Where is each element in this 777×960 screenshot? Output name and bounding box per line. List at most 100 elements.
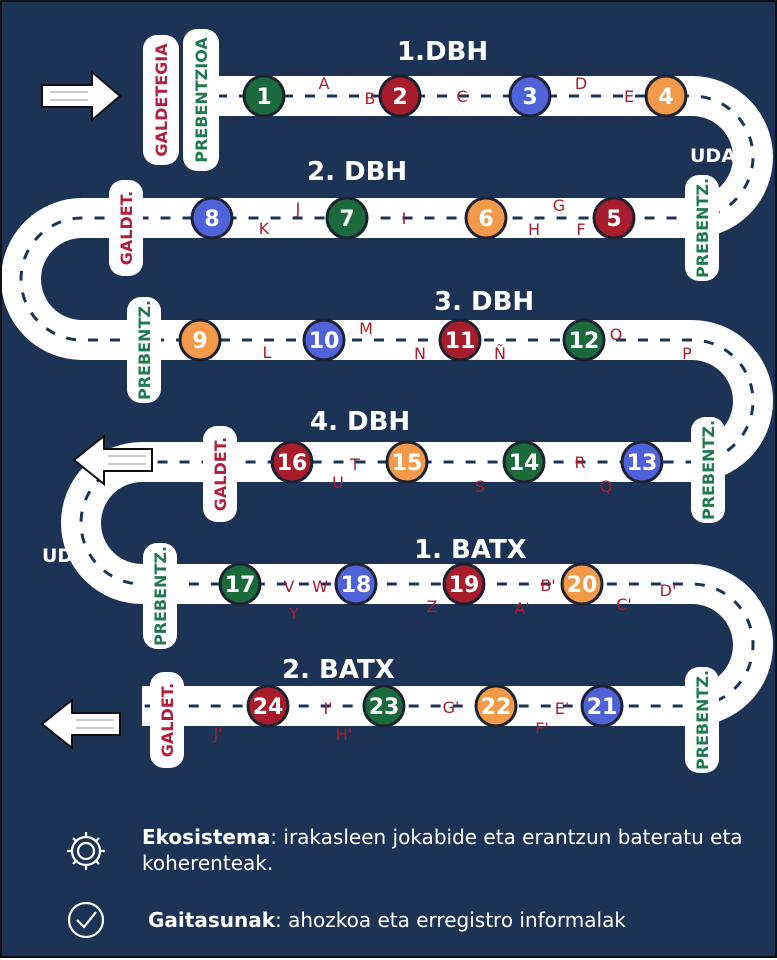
level-title: 1. BATX [414,535,527,565]
milestone-circle [190,196,234,240]
milestone-label: 21 [587,695,618,720]
legend-description: : ahozkoa eta erregistro informalak [275,908,626,932]
milestone-label: 11 [445,329,476,354]
step-letter: R [574,453,585,472]
stage-tag: GALDET. [109,180,143,276]
milestone-circle [246,684,290,728]
milestone-node: 10 [302,318,346,362]
step-letter: I' [323,699,332,718]
level-title: 2. BATX [282,655,395,685]
milestone-node: 8 [190,196,234,240]
step-letter: G [553,196,565,215]
milestone-label: 17 [225,573,256,598]
stage-tag: GALDET. [150,672,184,768]
milestone-circle [502,440,546,484]
exit-arrow-1-icon [72,433,153,487]
legend-competences: Gaitasunak: ahozkoa eta erregistro infor… [148,907,758,933]
milestone-node: 4 [644,74,688,118]
legend-description: : irakasleen jokabide eta erantzun bater… [142,825,743,875]
step-letter: Q [600,477,613,496]
milestone-circle [218,562,262,606]
milestone-node: 12 [562,318,606,362]
summer-label: UDA [690,145,736,167]
milestone-label: 7 [339,207,354,232]
milestone-node: 5 [592,196,636,240]
milestone-circle [302,318,346,362]
milestone-node: 22 [474,684,518,728]
milestone-label: 6 [478,207,493,232]
milestone-label: 22 [481,695,512,720]
milestone-circle [242,74,286,118]
stage-tag-label: PREBENTZ. [693,178,712,278]
milestone-circle [334,562,378,606]
milestone-circle [270,440,314,484]
stage-tag-label: PREBENTZ. [135,300,154,400]
step-letter: J [295,199,301,218]
step-letter: A [319,74,330,93]
milestone-node: 11 [438,318,482,362]
level-title: 1.DBH [397,37,488,67]
milestone-node: 2 [378,74,422,118]
milestone-label: 15 [392,451,423,476]
step-letter: C' [616,595,632,614]
milestone-node: 23 [362,684,406,728]
stage-tag-box [685,175,719,281]
milestone-node: 3 [508,74,552,118]
stage-tag-label: PREBENTZ. [699,420,718,520]
stage-tag: GALDETEGIA [143,35,179,165]
stage-tag: PREBENTZ. [685,175,719,281]
stage-tag-box [183,29,219,171]
milestone-node: 9 [178,318,222,362]
milestone-circle [464,196,508,240]
milestone-label: 14 [509,451,540,476]
milestone-circle [438,318,482,362]
milestone-label: 13 [627,451,658,476]
milestone-circle [580,684,624,728]
step-letter: E [624,87,634,106]
level-title: 3. DBH [434,287,534,317]
step-letter: D [575,74,587,93]
milestone-node: 19 [442,562,486,606]
legend-term: Ekosistema [142,825,271,849]
milestone-label: 4 [658,85,673,110]
milestone-circle [508,74,552,118]
milestone-label: 2 [392,85,407,110]
step-letter: G' [443,698,460,717]
milestone-circle [325,196,369,240]
stage-tag-label: GALDET. [158,683,177,757]
milestone-label: 12 [569,329,600,354]
milestone-node: 1 [242,74,286,118]
step-letter: V [284,577,295,596]
step-letter: B [365,89,376,108]
milestone-label: 9 [192,329,207,354]
stage-tag-label: PREBENTZ. [693,670,712,770]
milestone-label: 10 [309,329,340,354]
milestone-circle [592,196,636,240]
step-letter: U [332,473,344,492]
step-letter: J' [212,724,222,743]
milestone-node: 17 [218,562,262,606]
stage-tag-box [127,297,161,403]
milestone-circle [378,74,422,118]
step-letter: E' [555,699,570,718]
milestone-node: 7 [325,196,369,240]
stage-tag: PREBENTZ. [143,543,177,649]
step-letter: Y [288,604,299,623]
step-letter: M [359,319,373,338]
step-letter: N [414,344,426,363]
stage-tag-label: PREBENTZIOA [192,37,211,163]
step-letter: B' [540,576,555,595]
step-letter: D' [660,581,677,600]
milestone-node: 21 [580,684,624,728]
milestone-circle [562,318,606,362]
stage-tag-label: GALDET. [117,191,136,265]
milestone-label: 8 [204,207,219,232]
milestone-circle [362,684,406,728]
milestone-circle [474,684,518,728]
step-letter: I [402,209,407,228]
stage-tag-box [143,543,177,649]
stage-tag-box [143,35,179,165]
milestone-label: 16 [277,451,308,476]
